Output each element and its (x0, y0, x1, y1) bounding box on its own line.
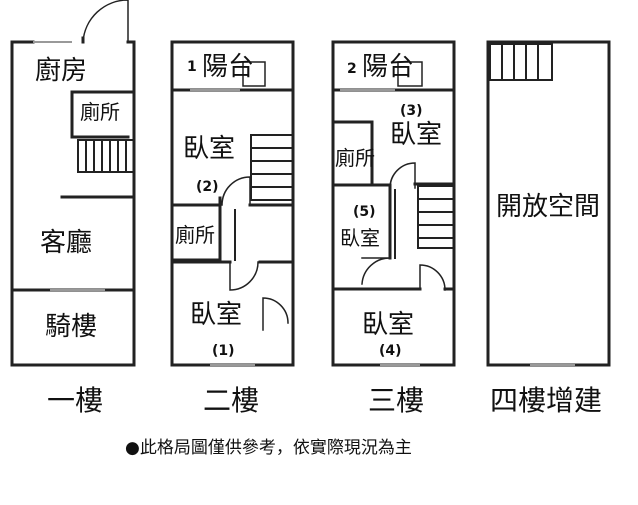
room-bedroom-f3-front: 臥室 (390, 120, 443, 150)
caption-floor-3: 三樓 (368, 384, 425, 417)
floor-1-front-door (82, 0, 129, 43)
marker-balcony-f3: 2 (347, 61, 357, 77)
marker-5: (5) (353, 204, 376, 220)
window-marks (33, 41, 575, 366)
room-balcony-f3: 陽台 (362, 52, 415, 82)
caption-floor-4: 四樓增建 (490, 384, 603, 417)
marker-4: (4) (379, 343, 402, 359)
floor-2-doors (221, 61, 289, 331)
floor-1-stairs (77, 139, 135, 173)
floor-2-stairs (234, 134, 294, 261)
room-balcony-f2: 陽台 (202, 52, 255, 82)
room-living: 客廳 (40, 228, 93, 258)
room-toilet-f1: 廁所 (80, 100, 120, 124)
room-bedroom-f2-front: 臥室 (183, 134, 236, 164)
room-arcade: 騎樓 (45, 312, 98, 342)
floor-2-walls (170, 40, 295, 367)
room-toilet-f3: 廁所 (335, 146, 375, 170)
room-bedroom-f3-back: 臥室 (362, 310, 415, 340)
caption-floor-2: 二樓 (203, 384, 260, 417)
room-kitchen: 廚房 (35, 56, 88, 86)
marker-balcony-f2: 1 (187, 59, 197, 75)
floor-4-walls (486, 40, 611, 367)
marker-3: (3) (400, 103, 423, 119)
floor-3-stairs (394, 185, 455, 259)
caption-floor-1: 一樓 (47, 384, 104, 417)
room-toilet-f2: 廁所 (175, 223, 215, 247)
marker-1: (1) (212, 343, 235, 359)
room-bedroom-f2-back: 臥室 (190, 300, 243, 330)
marker-2: (2) (196, 179, 219, 195)
room-open-space: 開放空間 (496, 192, 601, 222)
floor-4-stairs (489, 43, 553, 81)
disclaimer-note: ●此格局圖僅供參考，依實際現況為主 (125, 438, 412, 458)
room-bedroom-f3-mid: 臥室 (340, 226, 380, 250)
floor-3-doors (361, 61, 446, 291)
